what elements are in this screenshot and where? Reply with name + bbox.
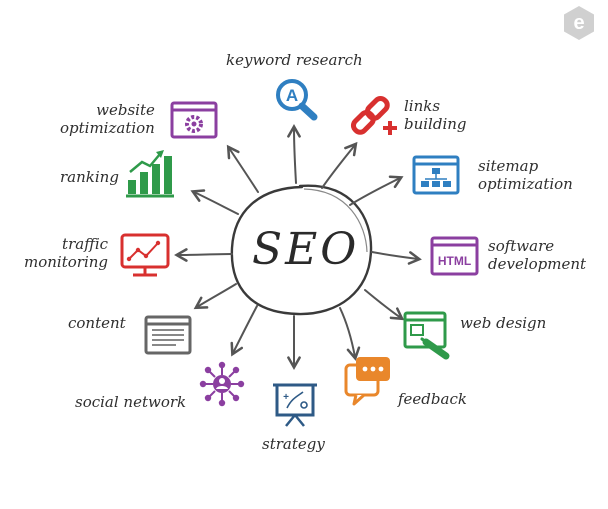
bar-chart-up-icon	[126, 150, 174, 198]
svg-text:A: A	[286, 86, 298, 105]
svg-text:+: +	[283, 392, 289, 403]
e-hexagon-logo: e	[564, 6, 594, 40]
arrow-keyword-research	[287, 124, 301, 184]
arrow-web-design	[364, 289, 405, 321]
label-software-development: software development	[488, 237, 587, 273]
arrow-sitemap-optimization	[349, 175, 404, 206]
arrow-website-optimization	[226, 144, 259, 193]
content-window-icon	[144, 315, 192, 355]
arrows	[174, 124, 422, 370]
feedback-bubble-icon	[344, 357, 390, 406]
center-label: SEO	[252, 224, 360, 275]
arrow-feedback	[339, 307, 361, 361]
label-website-optimization: website optimization	[60, 101, 155, 137]
label-strategy: strategy	[262, 435, 325, 453]
arrow-content	[193, 283, 237, 310]
magnifier-a-icon: A	[276, 79, 318, 121]
svg-text:HTML: HTML	[438, 254, 471, 268]
strategy-board-icon: +	[273, 383, 317, 427]
html-window-icon: HTML	[430, 236, 479, 276]
chain-link-plus-icon	[350, 95, 397, 135]
web-design-icon	[403, 311, 450, 360]
label-traffic-monitoring: traffic monitoring	[24, 235, 109, 271]
arrow-social-network	[230, 305, 258, 357]
sitemap-icon	[412, 155, 460, 195]
arrow-traffic-monitoring	[174, 248, 233, 262]
browser-gear-icon	[170, 101, 218, 139]
monitor-chart-icon	[120, 233, 170, 277]
social-network-icon	[199, 361, 245, 407]
label-web-design: web design	[460, 314, 547, 332]
arrow-ranking	[190, 189, 239, 215]
label-ranking: ranking	[60, 168, 119, 186]
arrow-links-building	[321, 141, 358, 189]
svg-text:e: e	[573, 12, 584, 34]
label-content: content	[68, 314, 126, 332]
label-social-network: social network	[75, 393, 187, 411]
label-links-building: links building	[404, 97, 467, 133]
center-circle	[230, 184, 373, 316]
label-feedback: feedback	[398, 390, 467, 408]
arrow-software-development	[371, 251, 422, 265]
label-keyword-research: keyword research	[226, 51, 363, 69]
label-sitemap-optimization: sitemap optimization	[478, 157, 573, 193]
